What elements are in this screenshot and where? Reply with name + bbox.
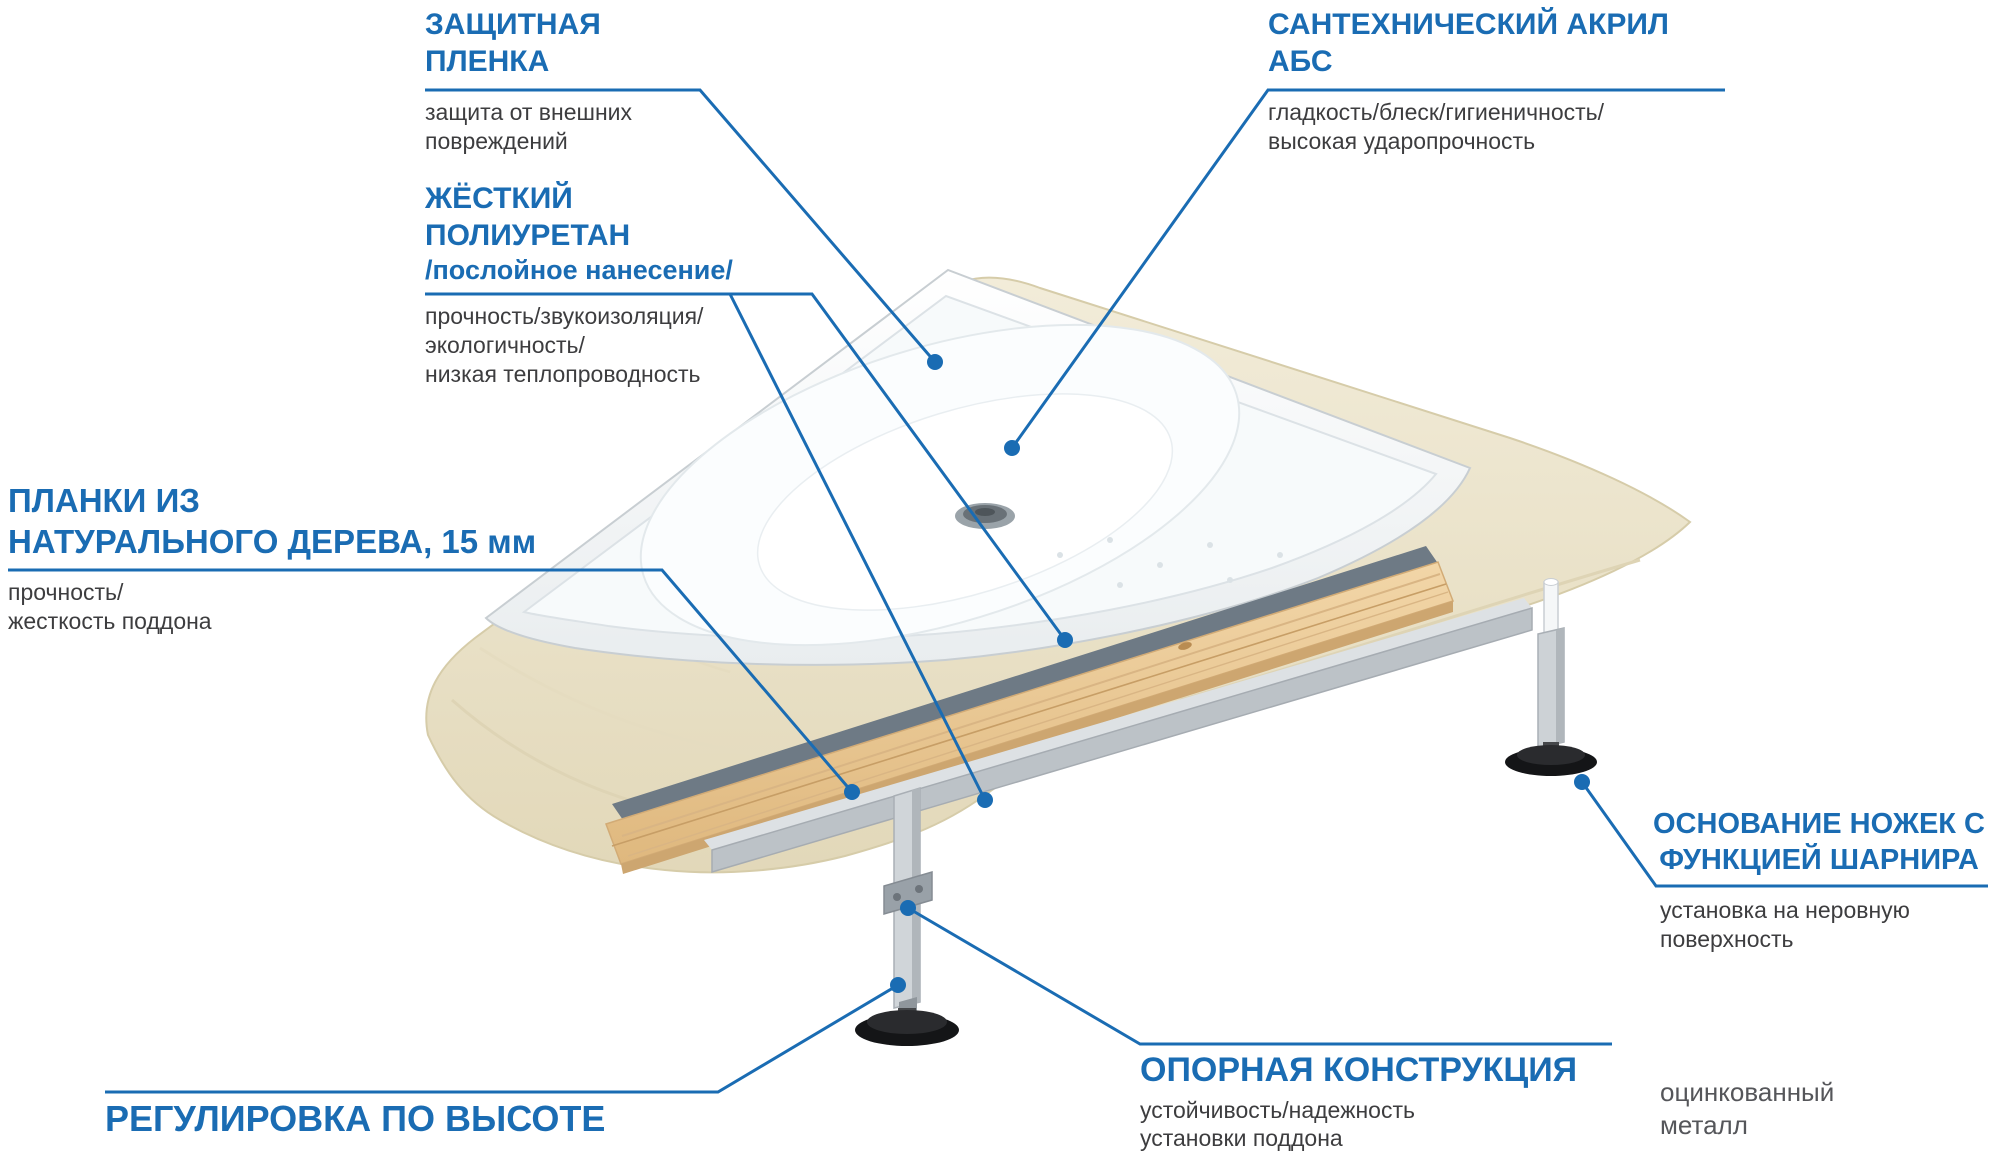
- label-support-structure: ОПОРНАЯ КОНСТРУКЦИЯ: [1140, 1050, 1577, 1090]
- leader-acrylic: [1010, 88, 1725, 449]
- protective-film-desc: защита от внешних повреждений: [425, 99, 632, 154]
- label-galvanized-metal: оцинкованный металл: [1660, 1076, 1834, 1142]
- dot-polyurethane-1: [1057, 632, 1073, 648]
- label-polyurethane: ЖЁСТКИЙ ПОЛИУРЕТАН /послойное нанесение/…: [425, 180, 733, 389]
- leader-polyurethane-1: [425, 292, 1067, 641]
- acrylic-title: САНТЕХНИЧЕСКИЙ АКРИЛ АБС: [1268, 8, 1669, 78]
- right-foot: [1505, 742, 1597, 776]
- label-hinge-desc: установка на неровную поверхность: [1660, 896, 1910, 954]
- leader-dots: [844, 354, 1590, 993]
- label-acrylic: САНТЕХНИЧЕСКИЙ АКРИЛ АБС гладкость/блеск…: [1268, 6, 1669, 156]
- tray-dimples: [1057, 537, 1283, 588]
- label-height-adjustment: РЕГУЛИРОВКА ПО ВЫСОТЕ: [105, 1098, 605, 1140]
- left-foot: [855, 1008, 959, 1046]
- wood-knot: [1178, 642, 1192, 650]
- label-protective-film: ЗАЩИТНАЯ ПЛЕНКА защита от внешних повреж…: [425, 6, 632, 156]
- dot-height: [890, 977, 906, 993]
- acrylic-desc: гладкость/блеск/гигиеничность/ высокая у…: [1268, 99, 1605, 154]
- leader-hinge: [1580, 781, 1988, 888]
- wood-title: ПЛАНКИ ИЗ НАТУРАЛЬНОГО ДЕРЕВА, 15 мм: [8, 482, 537, 560]
- dot-hinge: [1574, 774, 1590, 790]
- polyurethane-title: ЖЁСТКИЙ ПОЛИУРЕТАН: [425, 182, 631, 252]
- leader-protective-film: [425, 88, 937, 363]
- leg-bracket: [883, 871, 933, 915]
- dot-polyurethane-2: [977, 792, 993, 808]
- acrylic-tray: [484, 268, 1472, 666]
- dot-support: [900, 900, 916, 916]
- leader-support: [907, 906, 1612, 1046]
- drain-hole: [955, 503, 1015, 529]
- label-wood-planks: ПЛАНКИ ИЗ НАТУРАЛЬНОГО ДЕРЕВА, 15 мм про…: [8, 480, 536, 636]
- support-desc: устойчивость/надежность установки поддон…: [1140, 1097, 1415, 1151]
- leader-polyurethane-2: [728, 293, 987, 801]
- leader-height: [105, 983, 899, 1094]
- hinge-desc: установка на неровную поверхность: [1660, 897, 1910, 952]
- right-leg: [1537, 578, 1565, 749]
- leader-lines: [8, 88, 1988, 1094]
- support-title: ОПОРНАЯ КОНСТРУКЦИЯ: [1140, 1051, 1578, 1089]
- left-leg: [883, 786, 933, 1018]
- protective-film-title: ЗАЩИТНАЯ ПЛЕНКА: [425, 8, 601, 78]
- dot-wood: [844, 784, 860, 800]
- leader-wood: [8, 568, 854, 793]
- hinge-title: ОСНОВАНИЕ НОЖЕК С ФУНКЦИЕЙ ШАРНИРА: [1653, 808, 1985, 876]
- label-support-desc: устойчивость/надежность установки поддон…: [1140, 1096, 1415, 1152]
- polyurethane-subtitle: /послойное нанесение/: [425, 255, 733, 285]
- dot-acrylic: [1004, 440, 1020, 456]
- leg-pin: [1543, 581, 1559, 635]
- polyurethane-desc: прочность/звукоизоляция/ экологичность/ …: [425, 303, 704, 387]
- height-title: РЕГУЛИРОВКА ПО ВЫСОТЕ: [105, 1098, 606, 1139]
- label-hinge-feet: ОСНОВАНИЕ НОЖЕК С ФУНКЦИЕЙ ШАРНИРА: [1648, 806, 1990, 878]
- dot-protective-film: [927, 354, 943, 370]
- wood-desc: прочность/ жесткость поддона: [8, 579, 212, 634]
- galvanized-text: оцинкованный металл: [1660, 1077, 1835, 1140]
